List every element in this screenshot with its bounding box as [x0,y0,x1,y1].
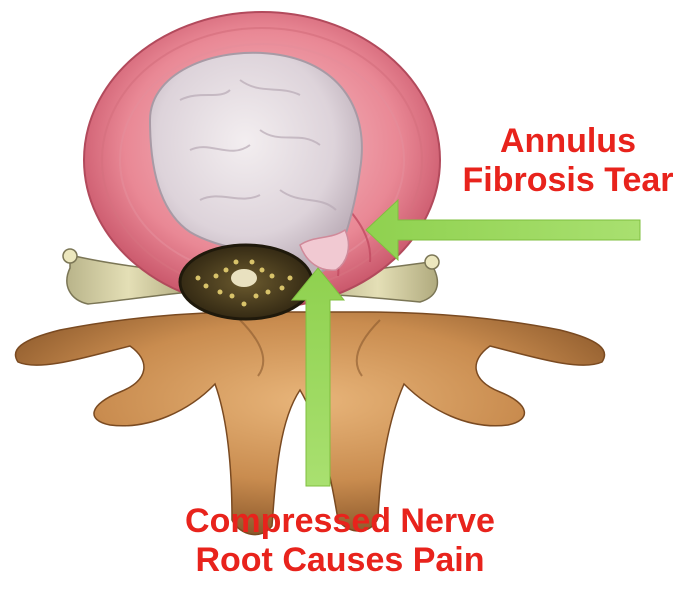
annulus-fibrosis-tear-label: Annulus Fibrosis Tear [440,122,696,200]
nerve-label-line1: Compressed Nerve [80,502,600,541]
nerve-label-line2: Root Causes Pain [80,541,600,580]
compressed-nerve-label: Compressed Nerve Root Causes Pain [80,502,600,580]
spinal-cord [180,245,312,319]
annulus-label-line1: Annulus [440,122,696,161]
annulus-label-line2: Fibrosis Tear [440,161,696,200]
